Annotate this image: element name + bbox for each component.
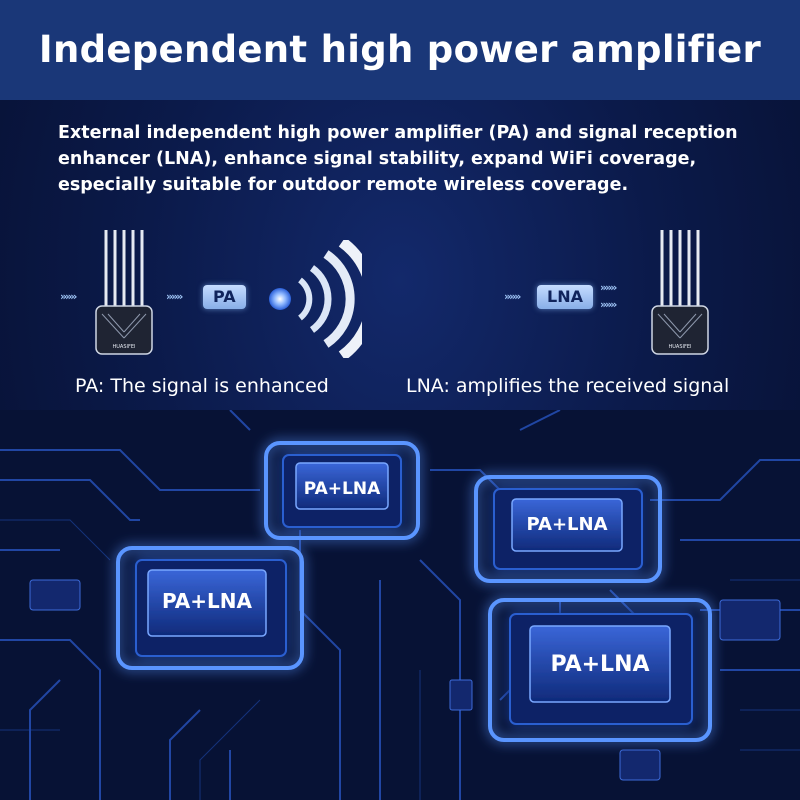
router-device-icon: HUASIFEI	[651, 230, 709, 355]
arrow-right-icon: »»»	[600, 281, 617, 294]
device-brand-label: HUASIFEI	[669, 344, 692, 350]
chip-pa-lna: PA+LNA	[488, 598, 712, 742]
title-bar	[0, 0, 800, 100]
lna-caption: LNA: amplifies the received signal	[406, 375, 730, 397]
pa-tag: PA	[203, 285, 246, 309]
lna-tag: LNA	[537, 285, 593, 309]
chip-label: PA+LNA	[550, 652, 649, 677]
arrow-right-icon: »»»	[504, 290, 521, 303]
pa-caption: PA: The signal is enhanced	[75, 375, 329, 397]
chip-pa-lna: PA+LNA	[474, 475, 662, 583]
chip-pa-lna: PA+LNA	[264, 441, 420, 540]
chip-label: PA+LNA	[304, 479, 381, 499]
arrow-right-icon: »»»	[600, 298, 617, 311]
chip-label: PA+LNA	[162, 589, 253, 613]
arrow-right-icon: »»»	[166, 290, 183, 303]
page-title: Independent high power amplifier	[38, 28, 762, 71]
device-brand-label: HUASIFEI	[113, 344, 136, 350]
router-device-icon: HUASIFEI	[95, 230, 153, 355]
description-text: External independent high power amplifie…	[58, 123, 738, 195]
circuit-board: PA+LNA PA+LNA PA+LNA PA+LNA	[0, 410, 800, 800]
arrow-right-icon: »»»	[60, 290, 77, 303]
chip-label: PA+LNA	[526, 514, 607, 535]
wireless-signal-icon	[269, 240, 362, 358]
chip-pa-lna: PA+LNA	[116, 546, 304, 670]
